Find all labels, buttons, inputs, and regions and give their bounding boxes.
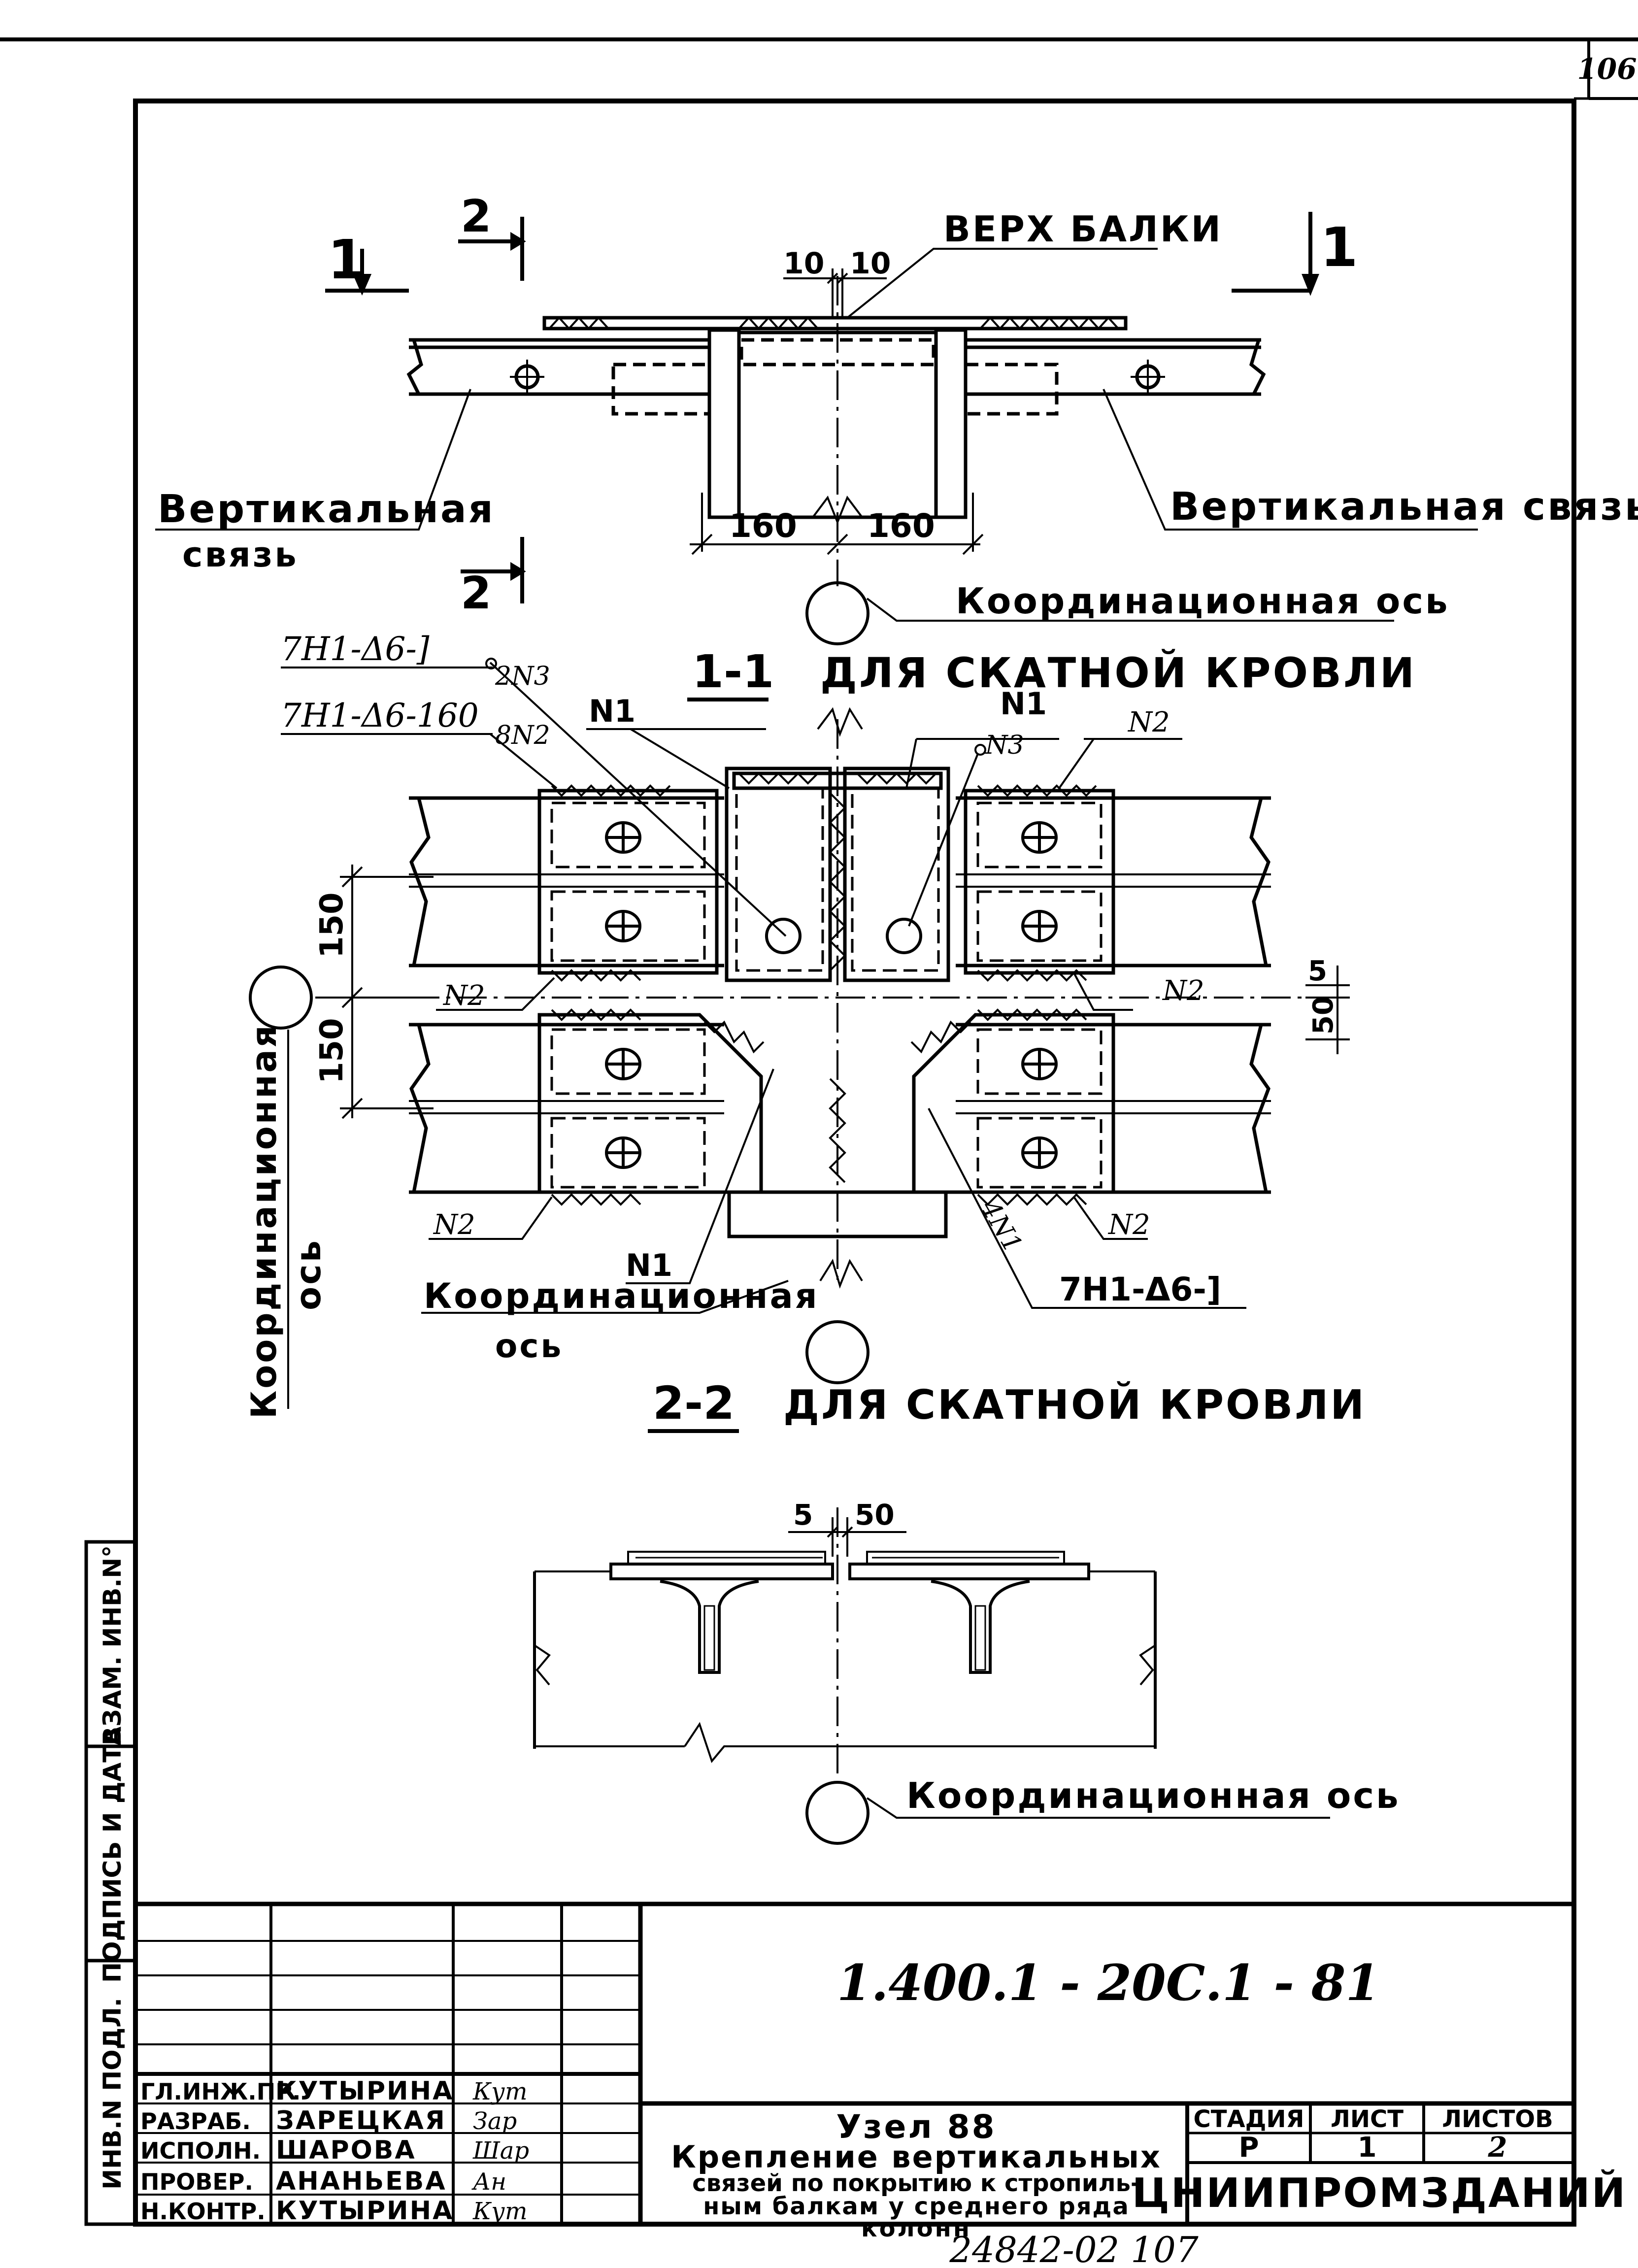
staff-sign-3: Шар (472, 2137, 529, 2165)
staff-name-3: ШАРОВА (276, 2135, 416, 2165)
weld-note-1-count: 2N3 (495, 662, 550, 691)
doc-code: 1.400.1 - 20С.1 - 81 (837, 1954, 1380, 2012)
staff-name-4: АНАНЬЕВА (276, 2167, 447, 2196)
staff-name-2: ЗАРЕЦКАЯ (276, 2106, 446, 2135)
bottom-stamp: 24842-02 107 (949, 2229, 1198, 2268)
title-line-5: колонн (861, 2215, 971, 2242)
bolt-u-l-1 (605, 821, 641, 854)
staff-sign-4: Ан (471, 2168, 506, 2196)
mark-n2-left-mid: N2 (442, 980, 485, 1012)
title-line-1: Узел 88 (836, 2108, 996, 2146)
bolt-u-r-1 (1021, 821, 1058, 854)
left-brace-label-line2: связь (182, 534, 299, 575)
staff-sign-2: Зар (473, 2107, 517, 2135)
section-2-2: 2-2 ДЛЯ СКАТНОЙ КРОВЛИ (533, 1377, 1401, 1845)
sec2-axis-label: Координационная ось (906, 1775, 1401, 1816)
staff-role-4: ПРОВЕР. (140, 2168, 253, 2195)
side-stamp-col1: ИНВ.N ПОДЛ. (98, 1998, 127, 2189)
top-view: 1 2 1 2 (155, 191, 1638, 645)
sheets-header: ЛИСТОВ (1442, 2105, 1553, 2133)
organization-name: ЦНИИПРОМЗДАНИЙ (1132, 2169, 1627, 2217)
sec2-dim-5: 5 (793, 1498, 813, 1532)
bottom-axis-label-line2: ось (495, 1327, 563, 1365)
title-line-4: ным балкам у среднего ряда (703, 2193, 1129, 2220)
staff-sign-5: Кут (472, 2198, 528, 2225)
bolt-l-l-1 (605, 1048, 641, 1080)
title-block (135, 1901, 1574, 2224)
title-line-3: связей по покрытию к стропиль- (692, 2169, 1140, 2197)
weld-note-2: 7Н1-Δ6-160 (281, 697, 479, 734)
dim-150-top: 150 (314, 892, 350, 958)
mark-n1-bottom: N1 (626, 1247, 672, 1283)
side-stamp-col3: ВЗАМ. ИНВ.N° (98, 1545, 127, 1745)
mark-n1-left: N1 (589, 693, 635, 729)
sheet-value: 1 (1358, 2132, 1377, 2164)
section-2-2-title: ДЛЯ СКАТНОЙ КРОВЛИ (783, 1381, 1366, 1429)
weld-note-1: 7Н1-Δ6-] (281, 630, 430, 668)
title-line-2: Крепление вертикальных (671, 2139, 1162, 2175)
mark-n2-top: N2 (1127, 706, 1170, 738)
dim-160-right: 160 (867, 507, 935, 545)
vertical-axis-label-line2: ось (288, 1238, 329, 1310)
dim-150-bottom: 150 (314, 1018, 350, 1084)
bottom-axis-label-line1: Координационная (424, 1276, 819, 1316)
beam-top-label: ВЕРХ БАЛКИ (943, 208, 1223, 250)
mark-n2-right-mid: N2 (1162, 975, 1204, 1007)
sheet-frame (0, 37, 1638, 2227)
dim-160-left: 160 (729, 507, 797, 545)
dim-50-right: 50 (1307, 996, 1339, 1034)
mark-n2-right-bottom: N2 (1107, 1209, 1150, 1241)
staff-sign-1: Кут (472, 2078, 528, 2105)
stage-value: Р (1238, 2132, 1259, 2164)
section-1-1-number: 1-1 (692, 645, 774, 698)
top-axis-label: Координационная ось (956, 580, 1450, 622)
staff-role-5: Н.КОНТР. (140, 2198, 266, 2225)
stage-header: СТАДИЯ (1194, 2105, 1304, 2133)
dim-gap-right: 10 (850, 246, 891, 281)
sheet-header: ЛИСТ (1331, 2105, 1404, 2133)
dim-5-right: 5 (1308, 955, 1327, 987)
side-stamp (84, 1540, 137, 2226)
section-mark-2-bottom: 2 (461, 567, 492, 619)
section-1-1: 1-1 ДЛЯ СКАТНОЙ КРОВЛИ 7Н1-Δ6-] 2N3 7Н1-… (244, 630, 1416, 1419)
section-mark-2-top: 2 (461, 191, 492, 242)
section-mark-1-right: 1 (1320, 216, 1358, 279)
mark-n3: N3 (984, 731, 1024, 760)
section-mark-1-left: 1 (328, 228, 366, 291)
bolt-l-r-1 (1021, 1048, 1058, 1080)
weld-note-3: 7Н1-Δ6-] (1059, 1270, 1221, 1308)
sheets-value: 2 (1488, 2131, 1507, 2164)
staff-role-1: ГЛ.ИНЖ.ПР. (140, 2078, 301, 2105)
bolt-l-l-2 (605, 1136, 641, 1169)
vertical-axis-label-line1: Координационная (244, 1023, 284, 1419)
section-2-2-number: 2-2 (653, 1377, 735, 1430)
staff-name-5: КУТЫРИНА (276, 2196, 454, 2226)
staff-name-1: КУТЫРИНА (276, 2076, 454, 2106)
right-brace-label: Вертикальная связь (1170, 485, 1638, 529)
staff-role-2: РАЗРАБ. (140, 2108, 251, 2135)
bolt-l-r-2 (1021, 1136, 1058, 1169)
section-1-1-title: ДЛЯ СКАТНОЙ КРОВЛИ (820, 649, 1416, 697)
sec2-dim-50: 50 (855, 1498, 895, 1532)
mark-4n1: 4N1 (974, 1195, 1028, 1258)
left-brace-label-line1: Вертикальная (158, 487, 495, 532)
bolt-u-r-2 (1021, 910, 1058, 942)
sheet-corner-number: 106 (1577, 52, 1637, 86)
dim-gap-left: 10 (783, 246, 825, 281)
side-stamp-col2: ПОДПИСЬ И ДАТА (98, 1727, 127, 1983)
mark-n1-right: N1 (1000, 686, 1047, 722)
bolt-u-l-2 (605, 910, 641, 942)
staff-role-3: ИСПОЛН. (140, 2137, 261, 2164)
mark-n2-left-bottom: N2 (433, 1209, 475, 1241)
